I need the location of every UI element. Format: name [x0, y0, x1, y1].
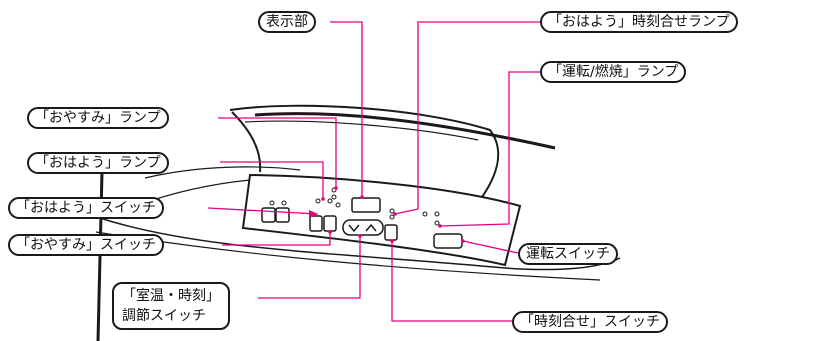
label-temp-time-switch: 「室温・時刻」 調節スイッチ: [112, 282, 230, 330]
leader-arrowheads: [309, 186, 465, 243]
leader-run-burn-lamp: [439, 71, 543, 227]
leader-run-switch: [462, 240, 519, 254]
temp-time-adjust-switch[interactable]: [342, 219, 384, 236]
time-set-button[interactable]: [384, 224, 398, 241]
leader-ohayo-lamp: [220, 161, 324, 199]
chevron-down-icon: [348, 224, 360, 233]
leader-ohayo-switch: [207, 207, 319, 215]
leader-time-set-switch: [391, 241, 512, 322]
label-ohayo-time-lamp: 「おはよう」時刻合せランプ: [540, 11, 738, 33]
curve-3: [99, 217, 621, 271]
label-ohayo-lamp: 「おはよう」ランプ: [27, 152, 169, 174]
label-run-burn-lamp: 「運転/燃焼」ランプ: [540, 61, 687, 83]
leader-display: [330, 21, 363, 197]
oyasumi-switch-button-left[interactable]: [275, 207, 290, 223]
leader-oyasumi-lamp: [218, 117, 337, 188]
oyasumi-set-button[interactable]: [323, 215, 337, 232]
label-oyasumi-switch: 「おやすみ」スイッチ: [8, 234, 164, 256]
chevron-up-icon: [365, 223, 377, 232]
run-switch-button[interactable]: [433, 233, 463, 249]
leader-temp-time-switch: [258, 236, 361, 299]
label-ohayo-switch: 「おはよう」スイッチ: [8, 197, 164, 219]
label-time-set-switch: 「時刻合せ」スイッチ: [512, 311, 668, 333]
label-temp-time-line1: 「室温・時刻」: [122, 288, 220, 304]
display-window: [351, 197, 381, 213]
leader-ohayo-time-lamp: [394, 21, 543, 215]
label-temp-time-line2: 調節スイッチ: [122, 308, 206, 324]
lid-left-edge: [231, 111, 262, 173]
curve-1: [144, 166, 301, 179]
ohayo-set-button[interactable]: [309, 215, 323, 232]
lid-outline: [229, 104, 500, 201]
leader-oyasumi-switch: [222, 232, 331, 246]
lamp-dots: [269, 187, 440, 226]
leader-lines: [207, 21, 543, 322]
label-display: 表示部: [258, 11, 316, 33]
label-run-switch: 運転スイッチ: [518, 243, 618, 265]
label-oyasumi-lamp: 「おやすみ」ランプ: [27, 107, 169, 129]
ohayo-switch-button[interactable]: [261, 207, 276, 223]
heater-top-edge: [254, 112, 556, 150]
lid-inner-line: [244, 120, 479, 141]
